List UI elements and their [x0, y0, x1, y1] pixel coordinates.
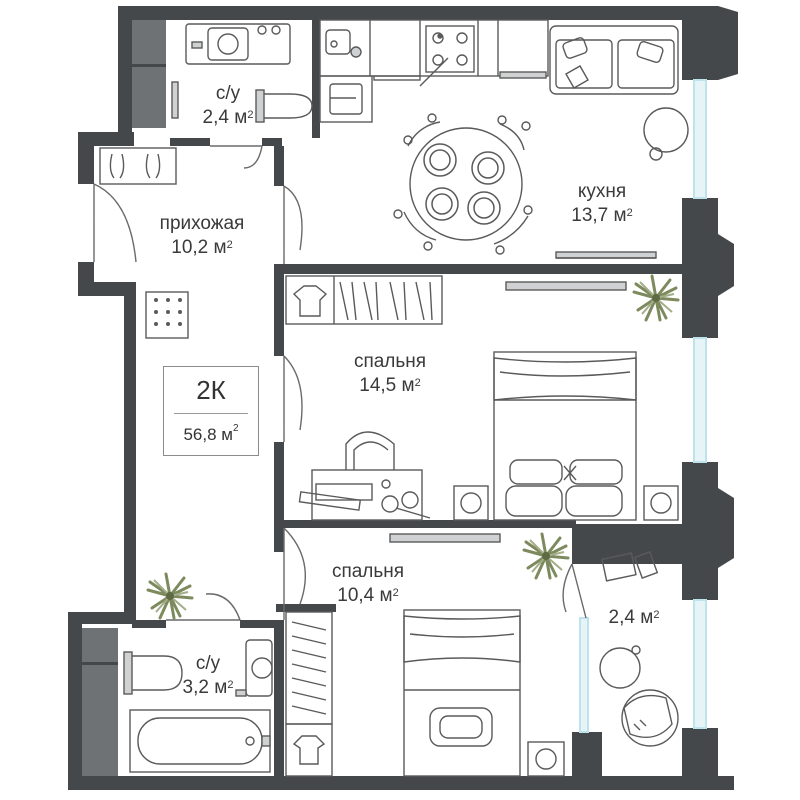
kitchen-name: кухня	[577, 181, 627, 202]
windows	[579, 79, 707, 733]
bedroom-big-label: спальня 14,5 м2	[353, 351, 427, 396]
wall-bath-top-bottom	[170, 138, 210, 146]
wall-balcony-bottom	[572, 732, 602, 790]
bathroom-bottom-name: с/у	[195, 653, 221, 674]
stove-icon	[425, 25, 475, 73]
wall-bath-top-right	[262, 138, 282, 146]
double-bed-icon	[493, 351, 637, 521]
dining-table-icon	[393, 113, 533, 255]
wall-right-kitchen	[682, 198, 718, 338]
apartment-total-area: 56,8 м2	[183, 423, 239, 444]
bathroom-bottom-fixtures	[123, 639, 273, 773]
wall-right-kitchen-notch	[718, 234, 734, 296]
wall-bed-divider	[276, 520, 576, 528]
bathtub-icon	[129, 709, 271, 773]
washing-machine-icon	[453, 485, 679, 521]
wardrobe-icon	[285, 611, 333, 777]
wall-left-upper	[118, 6, 132, 144]
doors	[93, 145, 587, 621]
wall-hall-left-top	[78, 132, 94, 184]
double-bed-icon	[403, 609, 521, 777]
wall-right-top	[682, 6, 718, 80]
kitchen-area: 13,7 м	[571, 205, 627, 226]
bathroom-top-fixtures	[171, 23, 313, 123]
toilet-icon	[123, 651, 183, 695]
wall-right-top-notch	[718, 6, 738, 80]
wall-right-bed	[682, 462, 718, 600]
bedroom-small-fixtures	[285, 533, 565, 777]
bedroom-small-name: спальня	[331, 561, 405, 582]
sink-icon	[319, 75, 373, 123]
hallway-name: прихожая	[159, 213, 245, 234]
wall-bath-kitchen	[312, 20, 320, 138]
wall-bed2-left	[274, 620, 284, 778]
hallway-area: 10,2 м	[171, 237, 227, 258]
bedroom-big-area: 14,5 м	[359, 375, 415, 396]
wall-kitchen-divider	[276, 264, 686, 274]
wall-balcony-top	[572, 524, 684, 564]
wardrobe-icon	[285, 275, 443, 325]
hallway-label: прихожая 10,2 м2	[159, 213, 245, 258]
plant-icon	[146, 572, 194, 620]
wall-hall-jog	[78, 282, 136, 296]
bathroom-bottom-label: с/у 3,2 м2	[182, 653, 234, 698]
wall-left-lower-cap	[68, 612, 132, 624]
wall-bath2-top-r	[240, 620, 284, 628]
wall-bed-left-top	[274, 264, 284, 356]
balcony-label: 2,4 м2	[608, 607, 660, 628]
walls	[68, 6, 738, 790]
bedroom-small-area: 10,4 м	[337, 585, 393, 606]
armchair-icon	[621, 689, 679, 747]
info-divider	[174, 413, 248, 414]
wall-bath2-top	[132, 620, 166, 628]
wall-right-bottom	[682, 728, 718, 790]
toilet-icon	[255, 89, 313, 123]
bathroom-top-area: 2,4 м	[202, 107, 248, 128]
apartment-info-box: 2К 56,8 м2	[163, 366, 259, 456]
bedroom-big-name: спальня	[353, 351, 427, 372]
washing-machine-icon	[527, 741, 565, 777]
sofa-icon	[549, 25, 679, 95]
kitchen-label: кухня 13,7 м2	[571, 181, 633, 226]
plant-icon	[632, 274, 680, 322]
kitchen-fixtures	[319, 19, 689, 259]
coffee-table-icon	[643, 107, 689, 153]
balcony-area: 2,4 м	[608, 607, 654, 628]
bedroom-small-label: спальня 10,4 м2	[331, 561, 405, 606]
shaft-bottom	[82, 628, 118, 776]
bathroom-top-label: с/у 2,4 м2	[202, 83, 254, 128]
bathroom-top-name: с/у	[215, 83, 241, 104]
apartment-type: 2К	[196, 375, 226, 405]
balcony-fixtures	[599, 551, 679, 747]
wall-top	[118, 6, 718, 20]
bathroom-bottom-area: 3,2 м	[182, 677, 228, 698]
hallway-fixtures	[99, 147, 189, 339]
wall-hall-right-top	[274, 146, 284, 186]
bedroom-big-fixtures	[285, 275, 679, 521]
wall-left-main	[124, 282, 136, 620]
shoe-rack-icon	[99, 147, 177, 185]
wall-wardrobe-divider	[276, 604, 336, 612]
wall-bottom	[68, 776, 734, 790]
wall-left-lower	[68, 612, 82, 788]
desk-icon	[298, 431, 431, 521]
wall-bed-left-bottom	[274, 442, 284, 552]
sink-icon	[207, 27, 249, 61]
shaft-top	[132, 20, 166, 128]
plant-icon	[522, 532, 570, 580]
sink-icon	[235, 639, 273, 697]
